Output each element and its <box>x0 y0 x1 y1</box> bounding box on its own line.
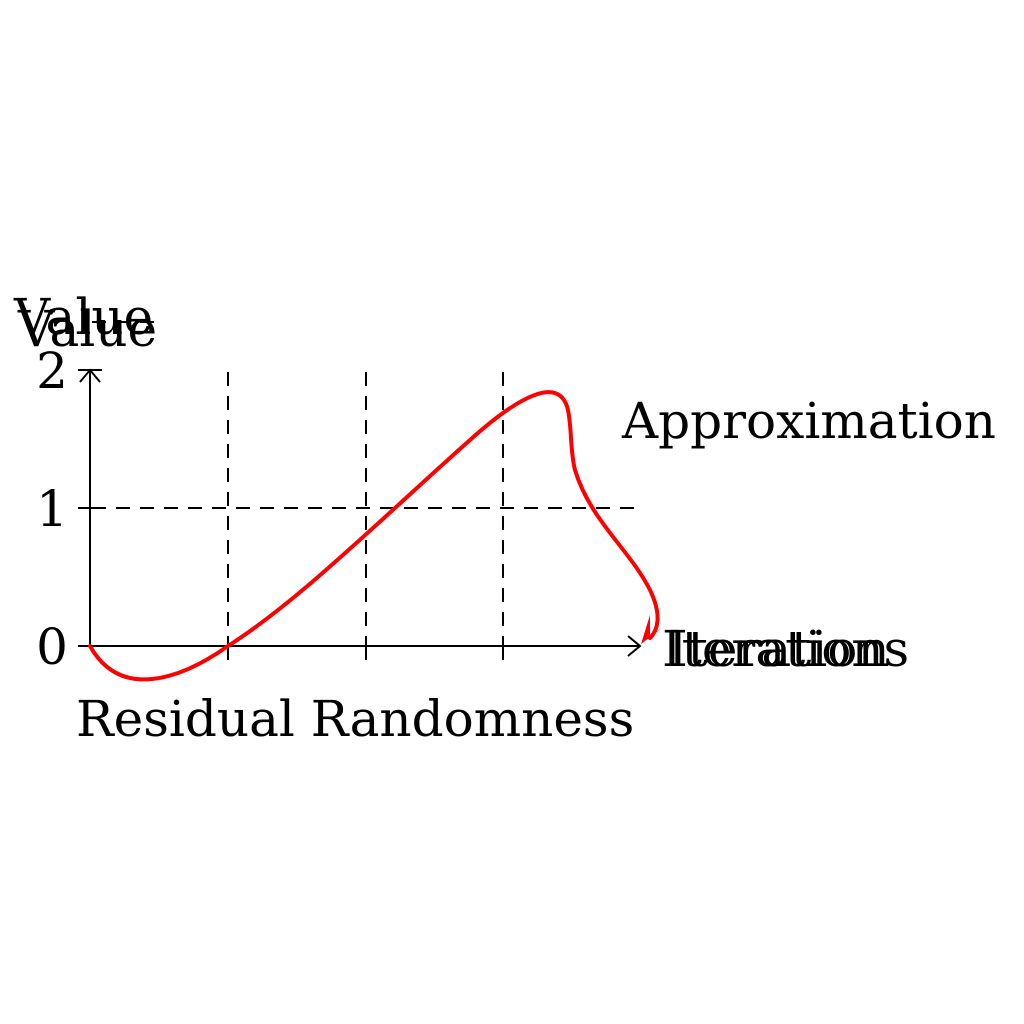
y-tick-label: 2 <box>36 342 68 400</box>
y-axis-label-shadow: Value <box>17 300 157 358</box>
caption-label: Residual Randomness <box>76 690 634 748</box>
approximation-curve <box>88 390 660 682</box>
y-tick-label: 1 <box>36 480 68 538</box>
x-axis-arrowhead <box>627 635 642 657</box>
x-axis-label-overlay: Iteration <box>668 620 890 678</box>
curve-arrowhead <box>641 615 662 644</box>
y-tick-label: 0 <box>36 618 68 676</box>
x-axis-label: Iterations <box>662 620 909 678</box>
y-axis-label: Value <box>13 288 153 346</box>
curve-label: Approximation <box>621 392 996 450</box>
